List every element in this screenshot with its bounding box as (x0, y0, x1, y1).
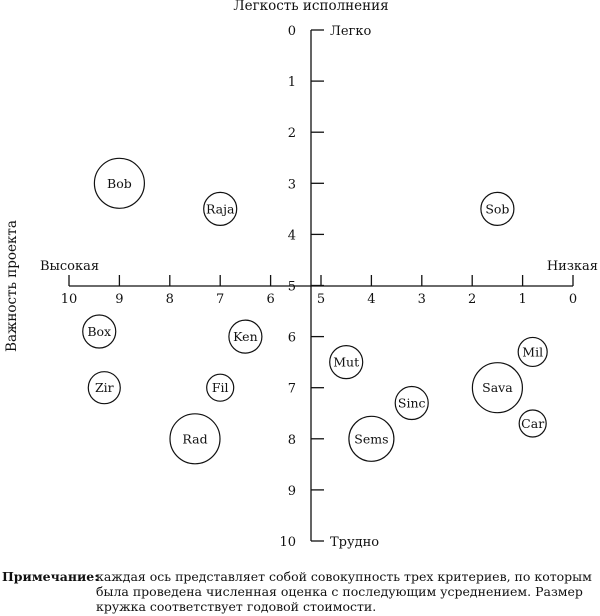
x-tick-label: 8 (166, 292, 174, 307)
bubble-sems: Sems (348, 415, 395, 462)
y-tick-label: 1 (288, 75, 296, 90)
x-tick-label: 9 (115, 292, 123, 307)
bubble-label: Sems (354, 431, 388, 446)
bubble-sinc: Sinc (394, 385, 429, 421)
y-tick-label: 2 (288, 126, 296, 141)
x-tick-label: 1 (518, 292, 526, 307)
x-tick-label: 3 (418, 292, 426, 307)
y-tick-label: 5 (288, 280, 296, 295)
bubble-circle (93, 157, 146, 209)
y-tick-label: 4 (288, 228, 296, 243)
x-tick-label: 5 (317, 292, 325, 307)
bubble-raja: Raja (203, 191, 238, 226)
bubble-label: Bob (107, 176, 132, 191)
bubble-circle (480, 191, 515, 226)
bubble-circle (228, 319, 263, 354)
x-tick-label: 6 (266, 292, 274, 307)
bubble-label: Sinc (398, 396, 426, 411)
y-tick-label: 7 (288, 382, 296, 397)
x-tick-label: 7 (216, 292, 224, 307)
footnote-label: Примечание: (2, 569, 99, 584)
x-tick-label: 0 (569, 292, 577, 307)
x-axis-title: Важность проекта (4, 220, 20, 352)
bubble-mil: Mil (517, 336, 548, 368)
x-tick-label: 2 (468, 292, 476, 307)
bubble-label: Zir (95, 380, 114, 395)
bubble-label: Box (87, 324, 111, 339)
bubble-circle (394, 385, 429, 421)
bubble-label: Ken (233, 329, 257, 344)
bubble-label: Car (521, 416, 544, 431)
bubble-circle (169, 413, 221, 465)
bubble-circle (518, 409, 547, 438)
bubble-circle (203, 191, 238, 226)
x-end-label-right: Низкая (547, 259, 598, 274)
y-axis-title: Легкость исполнения (233, 0, 388, 14)
x-tick-label: 4 (367, 292, 375, 307)
bubble-circle (87, 371, 121, 405)
bubble-circle (348, 415, 395, 462)
y-tick-label: 10 (279, 535, 296, 550)
bubble-label: Mil (522, 344, 543, 359)
bubble-circle (206, 373, 235, 402)
bubble-label: Sava (482, 380, 513, 395)
y-tick-label: 8 (288, 433, 296, 448)
y-end-label-bottom: Трудно (330, 535, 379, 550)
bubble-label: Mut (333, 355, 359, 370)
x-tick-label: 10 (61, 292, 78, 307)
y-tick-label: 9 (288, 484, 296, 499)
y-tick-label: 0 (288, 24, 296, 39)
bubble-rad: Rad (169, 413, 221, 465)
bubble-circle (471, 362, 523, 414)
bubble-circle (517, 336, 548, 368)
footnote: Примечание: каждая ось представляет собо… (2, 569, 598, 614)
bubble-zir: Zir (87, 371, 121, 405)
y-tick-label: 6 (288, 331, 296, 346)
bubble-sob: Sob (480, 191, 515, 226)
bubble-label: Rad (182, 431, 207, 446)
bubble-box: Box (82, 314, 117, 349)
bubble-sava: Sava (471, 362, 523, 414)
y-tick-label: 3 (288, 177, 296, 192)
x-end-label-left: Высокая (40, 259, 99, 274)
y-end-label-top: Легко (330, 24, 371, 39)
bubble-label: Raja (206, 201, 235, 216)
footnote-text: каждая ось представляет собой совокупнос… (96, 569, 592, 614)
bubble-circle (82, 314, 117, 349)
bubble-bob: Bob (93, 157, 146, 209)
bubble-label: Fil (212, 380, 229, 395)
bubble-ken: Ken (228, 319, 263, 354)
bubble-circle (329, 345, 364, 380)
bubble-car: Car (518, 409, 547, 438)
bubble-fil: Fil (206, 373, 235, 402)
bubble-label: Sob (485, 201, 509, 216)
bubble-mut: Mut (329, 345, 364, 380)
